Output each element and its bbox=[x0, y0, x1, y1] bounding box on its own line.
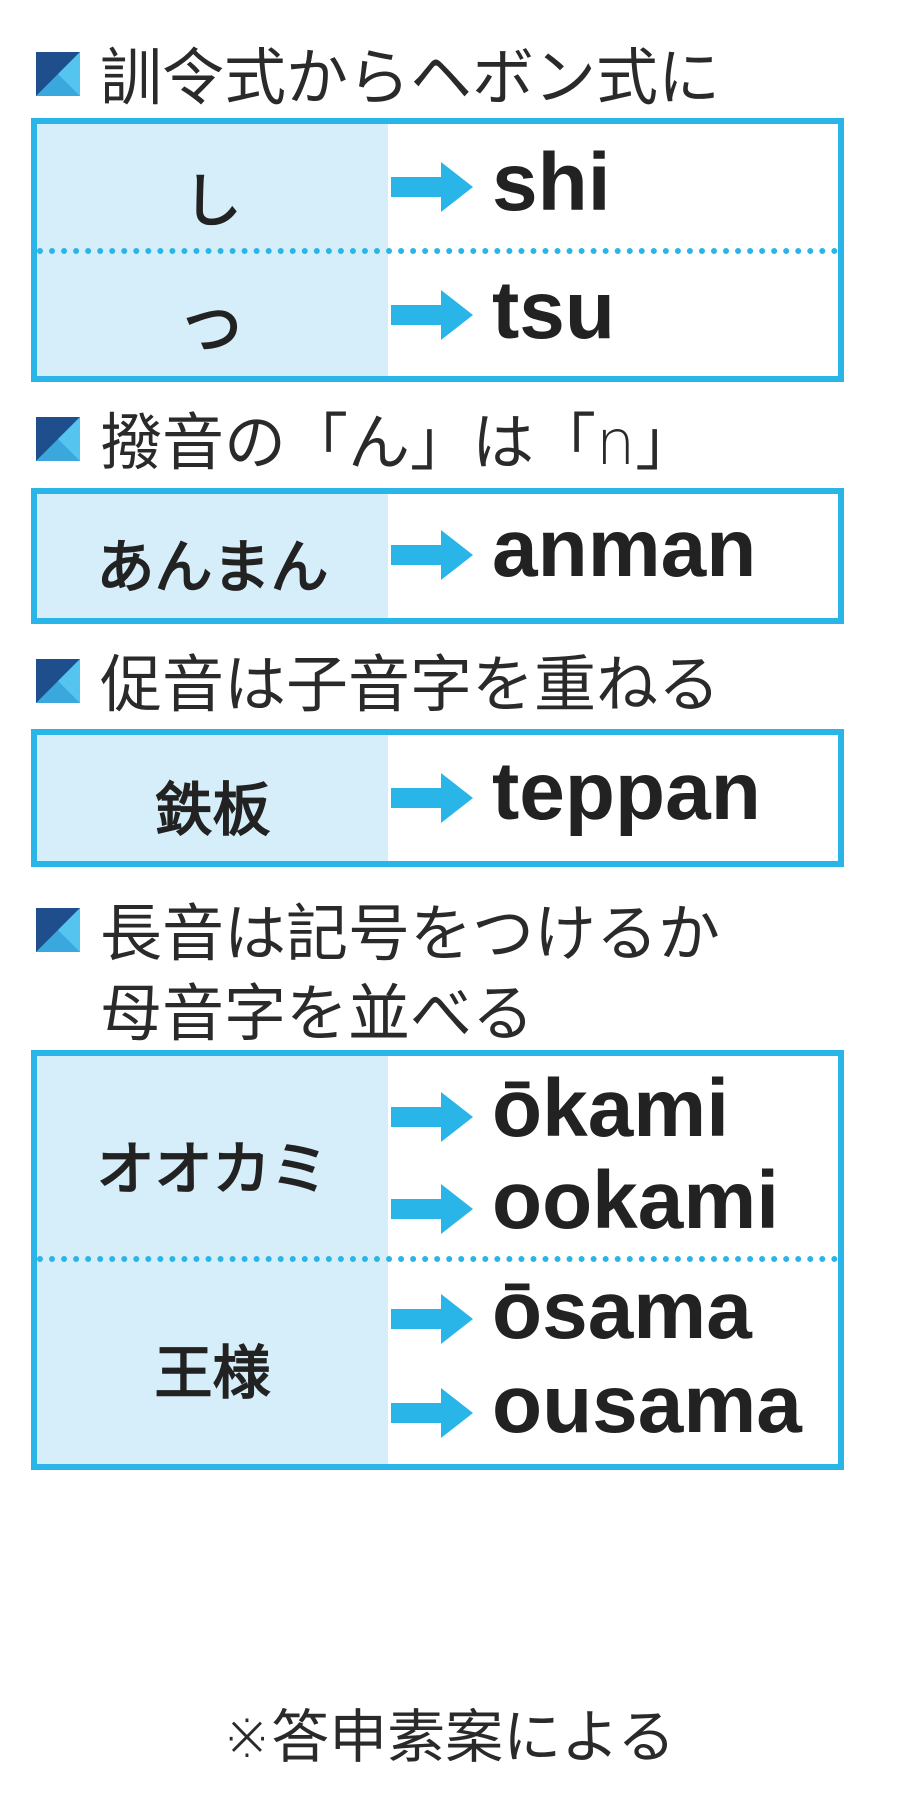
romaji-word: teppan bbox=[492, 746, 761, 837]
table-row: 王様 ōsama ousama bbox=[37, 1262, 838, 1464]
right-arrow-icon bbox=[391, 1184, 473, 1234]
right-arrow-icon bbox=[391, 1294, 473, 1344]
conversion-table: し shi つ tsu bbox=[31, 118, 844, 382]
section-heading-text: 訓令式からヘボン式に bbox=[100, 41, 721, 114]
section-heading-text: 促音は子音字を重ねる bbox=[100, 648, 721, 721]
square-bullet-icon bbox=[36, 417, 80, 461]
row-divider bbox=[37, 1256, 838, 1262]
japanese-column bbox=[37, 735, 388, 861]
japanese-column bbox=[37, 494, 388, 618]
japanese-word: つ bbox=[183, 295, 242, 363]
footnote: ※答申素案による bbox=[222, 1703, 676, 1771]
romaji-word: anman bbox=[492, 503, 757, 594]
section-heading: 訓令式からヘボン式に bbox=[36, 38, 720, 118]
square-bullet-icon bbox=[36, 908, 80, 952]
right-arrow-icon bbox=[391, 290, 473, 340]
right-arrow-icon bbox=[391, 1092, 473, 1142]
table-row: あんまん anman bbox=[37, 494, 838, 618]
japanese-word: 鉄板 bbox=[154, 776, 271, 844]
table-row: つ tsu bbox=[37, 254, 838, 376]
row-divider bbox=[37, 248, 838, 254]
romaji-word: ousama bbox=[492, 1359, 802, 1450]
table-row: オオカミ ōkami ookami bbox=[37, 1056, 838, 1256]
conversion-table: あんまん anman bbox=[31, 488, 844, 624]
section-heading: 促音は子音字を重ねる bbox=[36, 645, 720, 725]
square-bullet-icon bbox=[36, 659, 80, 703]
romaji-word: shi bbox=[492, 137, 611, 228]
section-heading-text: 撥音の「ん」は「n」 bbox=[100, 406, 698, 479]
romaji-word: ōsama bbox=[492, 1265, 752, 1356]
japanese-word: し bbox=[183, 167, 242, 235]
table-row: し shi bbox=[37, 124, 838, 250]
romaji-word: tsu bbox=[492, 265, 615, 356]
japanese-word: あんまん bbox=[96, 533, 329, 601]
japanese-word: オオカミ bbox=[96, 1135, 329, 1203]
section-heading: 撥音の「ん」は「n」 bbox=[36, 403, 697, 483]
right-arrow-icon bbox=[391, 162, 473, 212]
romaji-word: ookami bbox=[492, 1155, 780, 1246]
right-arrow-icon bbox=[391, 530, 473, 580]
romaji-word: ōkami bbox=[492, 1063, 729, 1154]
conversion-table: オオカミ ōkami ookami 王様 ōsama ousama bbox=[31, 1050, 844, 1470]
right-arrow-icon bbox=[391, 1388, 473, 1438]
right-arrow-icon bbox=[391, 773, 473, 823]
square-bullet-icon bbox=[36, 52, 80, 96]
japanese-word: 王様 bbox=[154, 1339, 271, 1407]
section-heading: 長音は記号をつけるか 母音字を並べる bbox=[36, 894, 720, 1054]
section-heading-line-1: 長音は記号をつけるか bbox=[100, 897, 721, 970]
conversion-table: 鉄板 teppan bbox=[31, 729, 844, 867]
section-heading-line-2: 母音字を並べる bbox=[100, 977, 535, 1050]
table-row: 鉄板 teppan bbox=[37, 735, 838, 861]
